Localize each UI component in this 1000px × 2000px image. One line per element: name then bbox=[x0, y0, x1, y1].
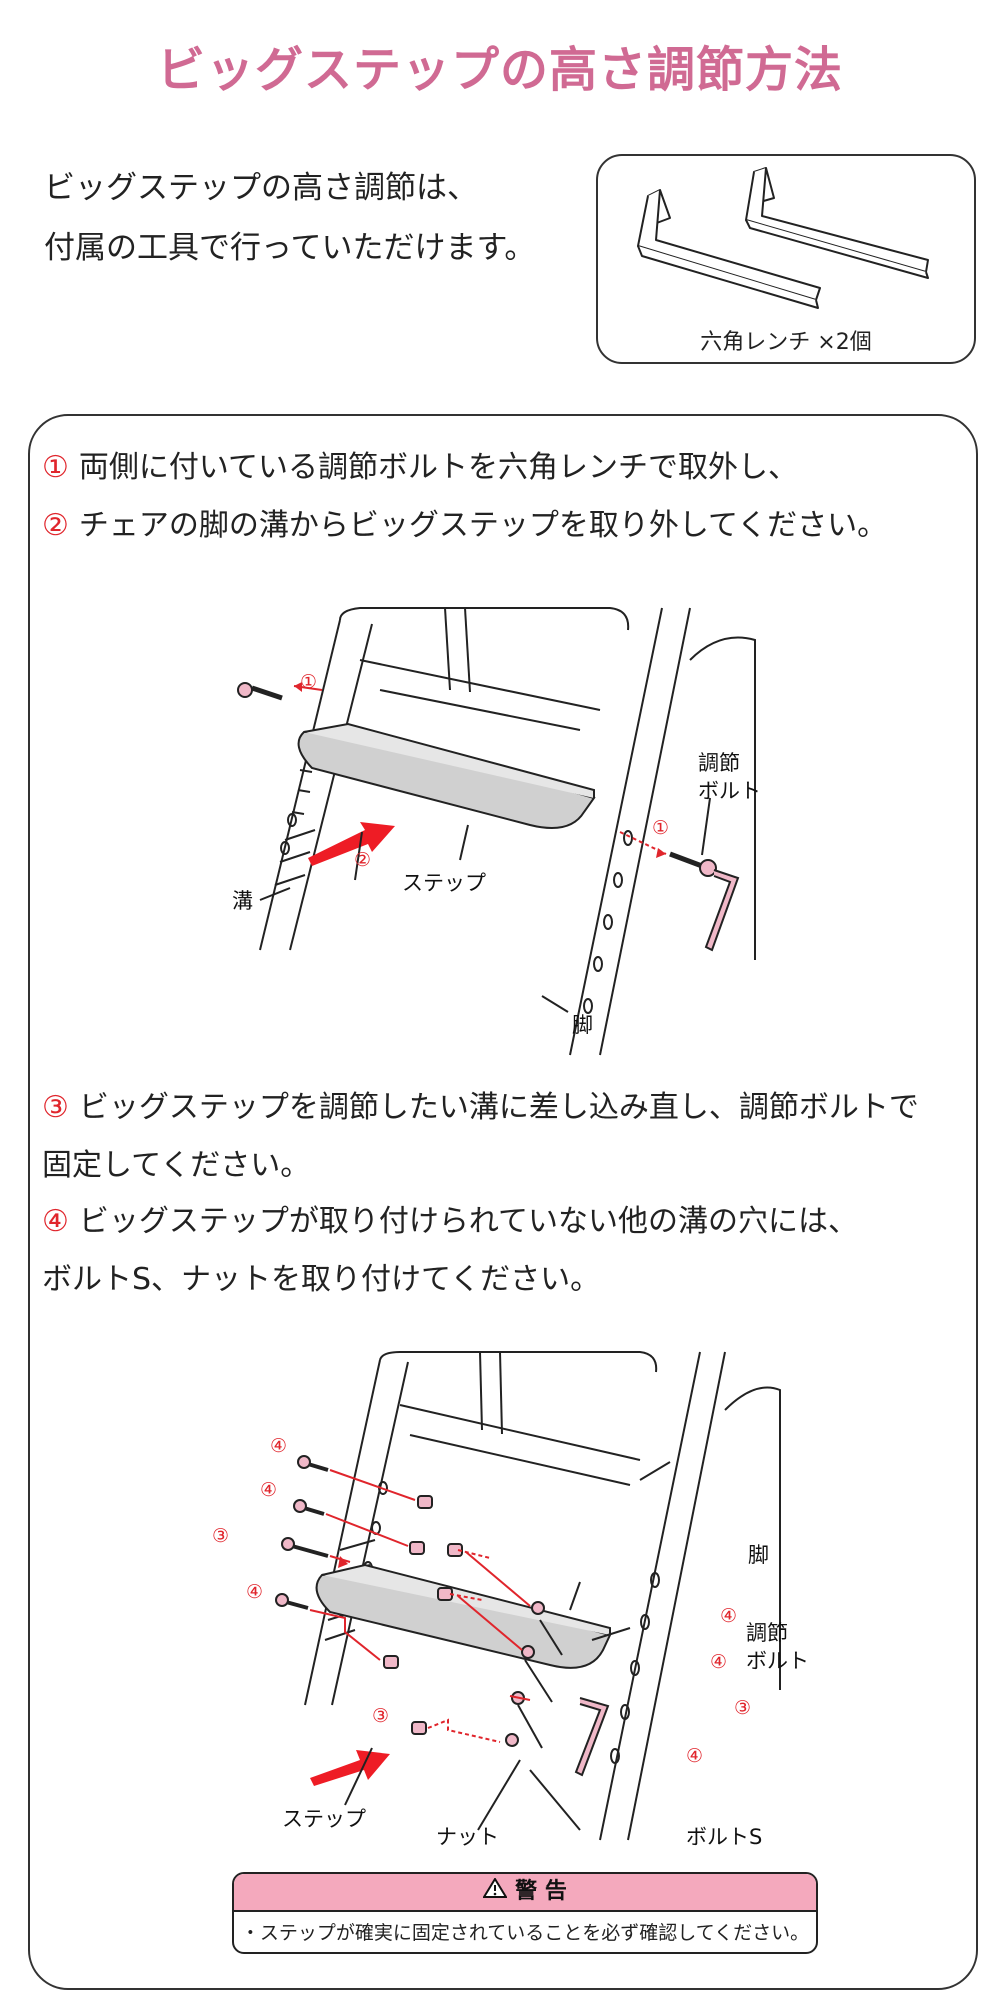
bolt-icon bbox=[237, 682, 283, 701]
figure2-num-b: ④ bbox=[260, 1479, 277, 1501]
step-4-continued: ボルトS、ナットを取り付けてください。 bbox=[42, 1262, 601, 1297]
figure-attach-step: ④ ④ ③ ④ ③ ④ ④ ③ ④ 脚 調節 ボルト ステップ ナット ボルトS bbox=[212, 1351, 809, 1849]
right-leg-back bbox=[599, 607, 691, 1056]
figure2-num-c: ③ bbox=[212, 1525, 229, 1547]
warning-box: 警 告 ・ステップが確実に固定されていることを必ず確認してください。 bbox=[232, 1872, 818, 1954]
hex-wrench-icon bbox=[574, 1697, 610, 1777]
bolt-icon bbox=[669, 851, 717, 877]
step-2-number: ② bbox=[42, 508, 69, 543]
step-1-number: ① bbox=[42, 450, 69, 485]
figure2-label-bolt-1: 調節 bbox=[746, 1621, 788, 1645]
step-4-number: ④ bbox=[42, 1204, 69, 1239]
arrow-icon bbox=[310, 1750, 390, 1786]
hex-wrench-icon bbox=[637, 167, 929, 309]
intro-line-1: ビッグステップの高さ調節は、 bbox=[44, 170, 478, 206]
figure2-num-g: ④ bbox=[710, 1651, 727, 1673]
figure2-num-d: ④ bbox=[246, 1581, 263, 1603]
step-2: ② チェアの脚の溝からビッグステップを取り外してください。 bbox=[42, 500, 887, 544]
step-3-continued: 固定してください。 bbox=[42, 1148, 311, 1183]
figure2-num-i: ④ bbox=[686, 1745, 703, 1767]
left-leg-front bbox=[259, 619, 341, 951]
step-3-number: ③ bbox=[42, 1090, 69, 1125]
intro-text: ビッグステップの高さ調節は、 付属の工具で行っていただけます。 bbox=[44, 158, 584, 278]
figure2-num-h: ③ bbox=[734, 1697, 751, 1719]
figure1-label-bolt-2: ボルト bbox=[698, 779, 761, 803]
warning-header: 警 告 bbox=[234, 1874, 816, 1912]
figure2-label-step: ステップ bbox=[282, 1807, 366, 1831]
warning-text: ・ステップが確実に固定されていることを必ず確認してください。 bbox=[240, 1922, 810, 1944]
tool-box: 六角レンチ ×2個 bbox=[596, 154, 976, 364]
figure1-num-1b: ① bbox=[652, 817, 669, 839]
figure2-label-leg: 脚 bbox=[748, 1543, 769, 1567]
step-4-text: ビッグステップが取り付けられていない他の溝の穴には、 bbox=[78, 1204, 859, 1239]
figure1-num-1a: ① bbox=[300, 671, 317, 693]
page-title: ビッグステップの高さ調節方法 bbox=[156, 42, 843, 98]
warning-icon bbox=[483, 1878, 508, 1898]
step-3-text: ビッグステップを調節したい溝に差し込み直し、調節ボルトで bbox=[78, 1090, 919, 1125]
step-2-text: チェアの脚の溝からビッグステップを取り外してください。 bbox=[78, 508, 888, 543]
tool-caption: 六角レンチ ×2個 bbox=[700, 330, 872, 355]
figure2-label-bolt-s: ボルトS bbox=[686, 1825, 762, 1849]
figure1-label-groove: 溝 bbox=[232, 889, 253, 913]
step-board bbox=[315, 1568, 612, 1669]
arrow-icon bbox=[308, 822, 395, 866]
instruction-panel bbox=[28, 414, 978, 1990]
backrest-top bbox=[339, 607, 630, 631]
step-board bbox=[297, 726, 596, 829]
figure2-label-bolt-2: ボルト bbox=[746, 1649, 809, 1673]
intro-line-2: 付属の工具で行っていただけます。 bbox=[44, 230, 536, 266]
figure1-label-leg: 脚 bbox=[572, 1013, 593, 1037]
figure1-label-bolt-1: 調節 bbox=[698, 751, 740, 775]
hex-wrench-icon bbox=[704, 869, 740, 952]
warning-title: 警 告 bbox=[515, 1879, 567, 1904]
figure1-num-2: ② bbox=[354, 849, 371, 871]
figure2-num-f: ④ bbox=[720, 1605, 737, 1627]
figure-remove-step: ① ① ② 調節 ボルト ステップ 溝 脚 bbox=[232, 607, 761, 1056]
figure2-num-e: ③ bbox=[372, 1705, 389, 1727]
step-3: ③ ビッグステップを調節したい溝に差し込み直し、調節ボルトで bbox=[42, 1082, 919, 1126]
figure2-num-a: ④ bbox=[270, 1435, 287, 1457]
step-1-text: 両側に付いている調節ボルトを六角レンチで取外し、 bbox=[78, 450, 799, 485]
step-1: ① 両側に付いている調節ボルトを六角レンチで取外し、 bbox=[42, 442, 798, 486]
left-leg-back bbox=[289, 623, 373, 951]
figure1-label-step: ステップ bbox=[402, 871, 486, 895]
bolt-icons bbox=[285, 1462, 329, 1610]
right-leg-front bbox=[569, 607, 663, 1056]
step-4: ④ ビッグステップが取り付けられていない他の溝の穴には、 bbox=[42, 1196, 858, 1240]
figure2-label-nut: ナット bbox=[436, 1825, 499, 1849]
